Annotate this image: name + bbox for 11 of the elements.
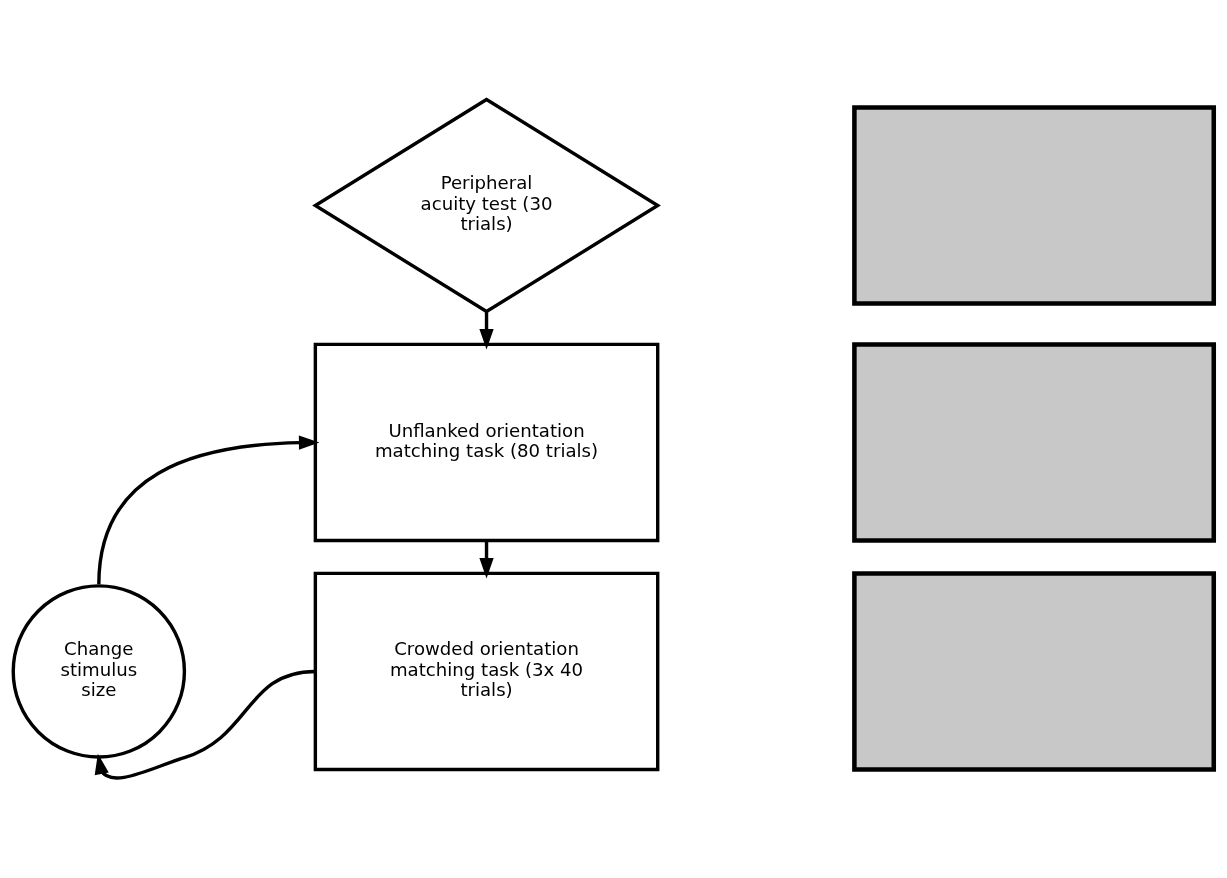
- node-box: [852, 571, 1217, 772]
- node-diamond: Peripheral acuity test (30 trials): [312, 97, 661, 314]
- node-box: [852, 105, 1217, 306]
- node-box: Crowded orientation matching task (3x 40 trials): [313, 571, 660, 772]
- node-box: [852, 342, 1217, 543]
- node-circle: Change stimulus size: [11, 584, 187, 759]
- arrow: [94, 669, 316, 780]
- arrow: [479, 540, 494, 579]
- arrow: [479, 311, 494, 350]
- node-box: Unflanked orientation matching task (80 trials): [313, 342, 660, 543]
- arrow: [97, 435, 320, 585]
